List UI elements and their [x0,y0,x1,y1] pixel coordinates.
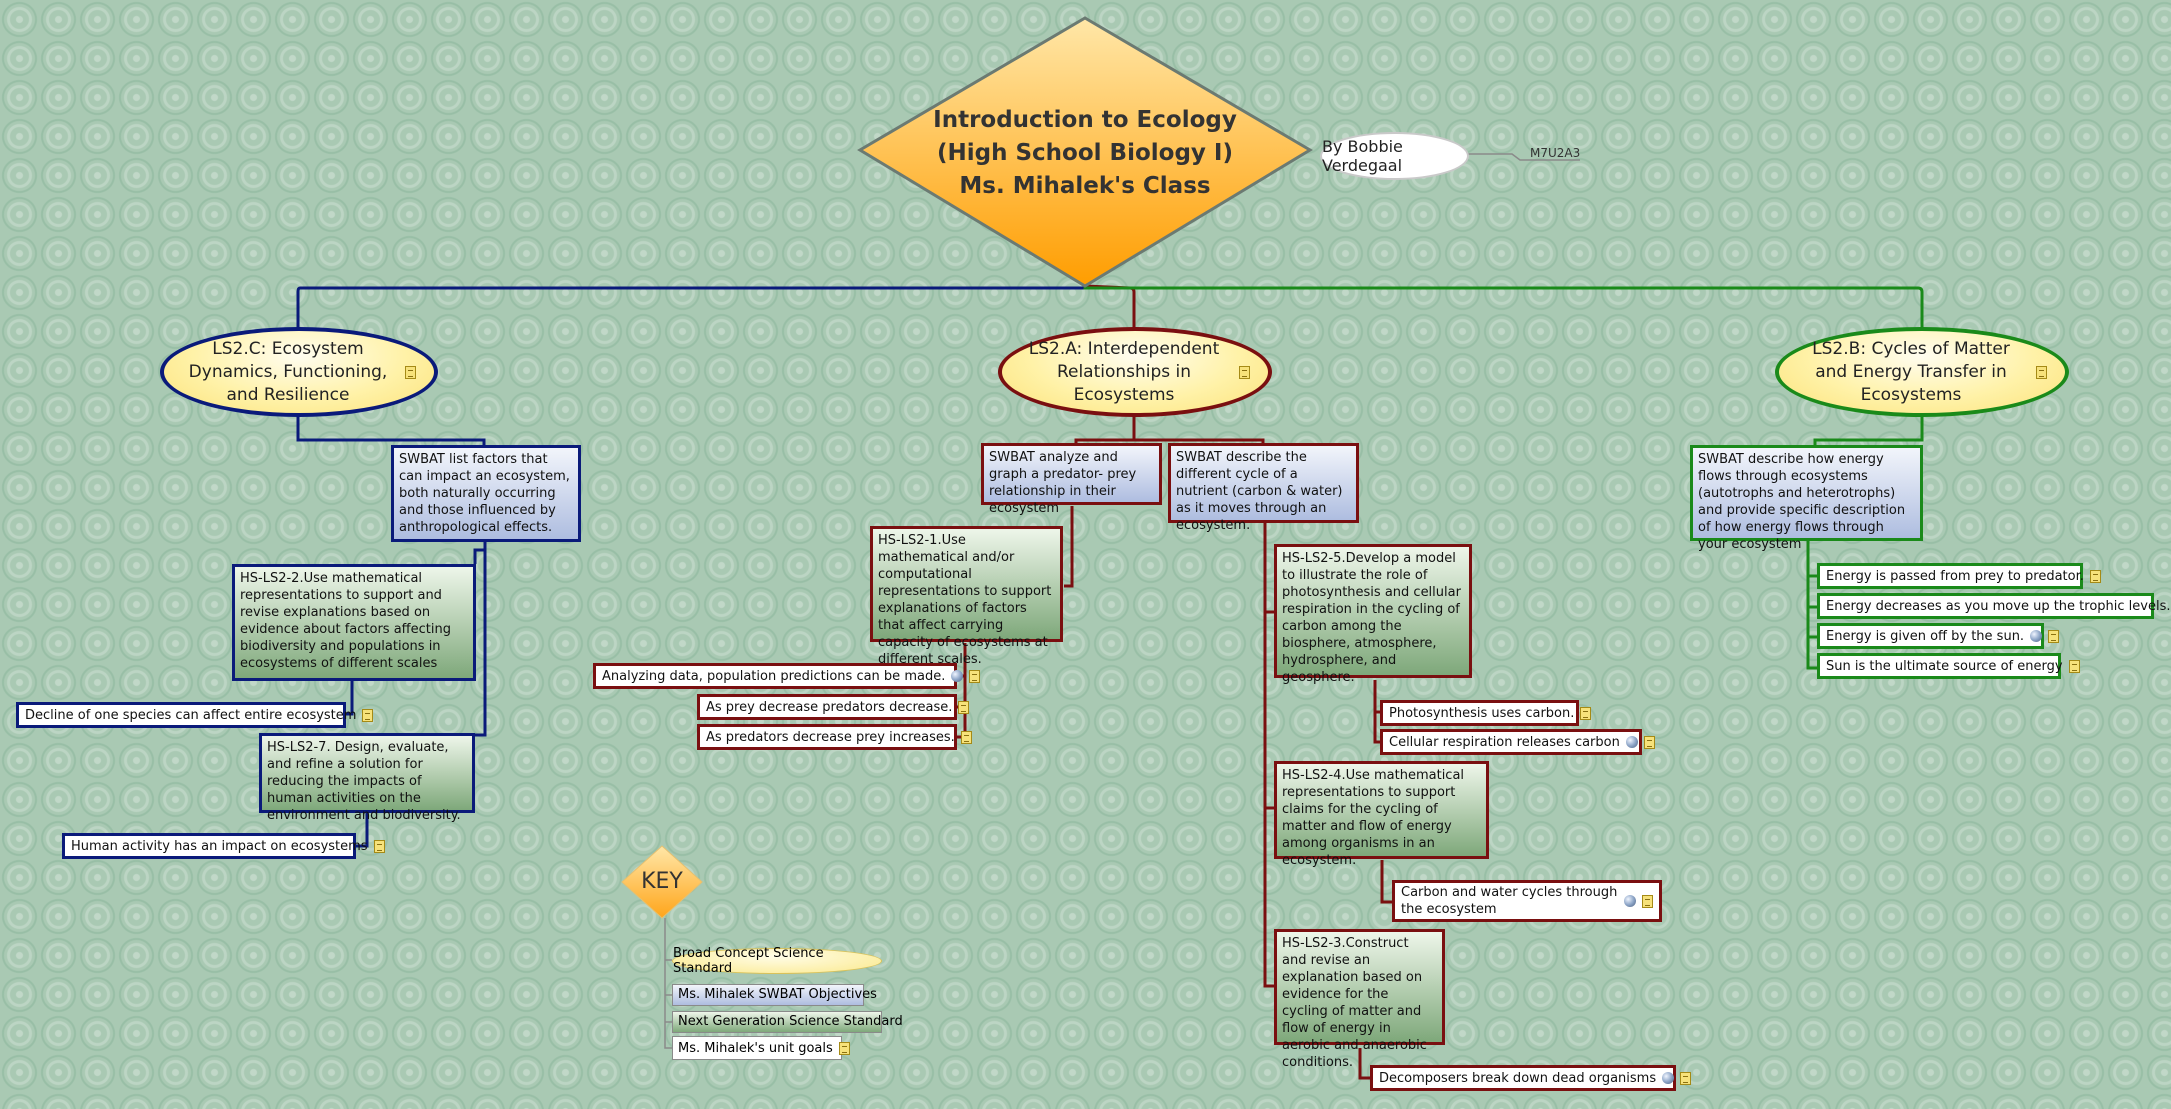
swbat-nutrient-cycle-text: SWBAT describe the different cycle of a … [1176,450,1343,533]
note-icon[interactable] [2036,366,2047,379]
goal-photosynthesis[interactable]: Photosynthesis uses carbon. [1380,700,1592,726]
note-icon[interactable] [2048,629,2060,643]
goal-text: Energy is given off by the sun. [1826,628,2025,644]
goal-text: Decline of one species can affect entire… [25,707,357,723]
swbat-energy-flow-text: SWBAT describe how energy flows through … [1698,452,1906,552]
goal-energy-trophic-levels[interactable]: Energy decreases as you move up the trop… [1817,593,2170,619]
globe-icon[interactable] [2030,630,2043,642]
ngss-hs-ls2-5[interactable]: HS-LS2-5.Develop a model to illustrate t… [1274,544,1472,685]
ngss-hs-ls2-5-text: HS-LS2-5.Develop a model to illustrate t… [1282,551,1461,685]
globe-icon[interactable] [1662,1072,1675,1084]
topic-ls2b-label: LS2.B: Cycles of Matter and Energy Trans… [1812,338,2010,405]
goal-text: Carbon and water cycles through the ecos… [1401,885,1618,917]
globe-icon[interactable] [951,670,964,682]
globe-icon[interactable] [1624,895,1636,907]
note-icon[interactable] [2068,659,2080,673]
note-icon[interactable] [969,669,981,683]
ngss-hs-ls2-3[interactable]: HS-LS2-3.Construct and revise an explana… [1274,929,1445,1070]
goal-decomposers[interactable]: Decomposers break down dead organisms [1370,1065,1692,1091]
note-icon[interactable] [958,700,970,714]
key-diamond [621,845,703,919]
note-icon[interactable] [2089,569,2101,583]
key-ngss: Next Generation Science Standard [672,1011,903,1033]
goal-energy-prey-predator[interactable]: Energy is passed from prey to predator. [1817,563,2101,589]
ngss-hs-ls2-2[interactable]: HS-LS2-2.Use mathematical representation… [232,564,476,681]
swbat-energy-flow[interactable]: SWBAT describe how energy flows through … [1690,445,1923,552]
topic-ls2c[interactable]: LS2.C: Ecosystem Dynamics, Functioning, … [160,327,438,417]
swbat-ls2c[interactable]: SWBAT list factors that can impact an ec… [391,445,581,542]
ngss-hs-ls2-1-text: HS-LS2-1.Use mathematical and/or computa… [878,533,1052,667]
swbat-nutrient-cycle[interactable]: SWBAT describe the different cycle of a … [1168,443,1359,533]
ngss-hs-ls2-2-text: HS-LS2-2.Use mathematical representation… [240,571,451,671]
note-icon[interactable] [405,366,416,379]
goal-sun-source[interactable]: Sun is the ultimate source of energy [1817,653,2080,679]
root-title-line1: Introduction to Ecology [933,106,1237,133]
globe-icon[interactable] [1625,736,1638,748]
central-topic[interactable]: Introduction to Ecology (High School Bio… [860,18,1310,288]
swbat-ls2c-text: SWBAT list factors that can impact an ec… [399,452,570,535]
root-title-line3: Ms. Mihalek's Class [959,172,1211,199]
note-icon[interactable] [1239,366,1250,379]
topic-ls2a-label: LS2.A: Interdependent Relationships in E… [1028,338,1220,405]
key-unit-goals-text: Ms. Mihalek's unit goals [678,1040,833,1056]
goal-carbon-water-cycles[interactable]: Carbon and water cycles through the ecos… [1392,880,1662,922]
author-callout[interactable]: By Bobbie Verdegaal [1320,132,1469,180]
code-label: M7U2A3 [1530,146,1581,160]
note-icon[interactable] [362,708,374,722]
goal-population-predictions[interactable]: Analyzing data, population predictions c… [593,663,981,689]
goal-text: Analyzing data, population predictions c… [602,668,946,684]
goal-human-activity[interactable]: Human activity has an impact on ecosyste… [62,833,385,859]
goal-text: Energy decreases as you move up the trop… [1826,598,2171,614]
ngss-hs-ls2-7-text: HS-LS2-7. Design, evaluate, and refine a… [267,740,461,823]
note-icon[interactable] [1642,894,1653,908]
goal-text: Decomposers break down dead organisms [1379,1070,1657,1086]
note-icon[interactable] [960,730,972,744]
goal-text: Photosynthesis uses carbon. [1389,705,1575,721]
goal-text: Sun is the ultimate source of energy [1826,658,2063,674]
swbat-predator-prey-text: SWBAT analyze and graph a predator- prey… [989,450,1137,516]
goal-text: Energy is passed from prey to predator. [1826,568,2084,584]
goal-cellular-respiration[interactable]: Cellular respiration releases carbon [1380,729,1655,755]
note-icon[interactable] [1643,735,1655,749]
goal-text: As predators decrease prey increases. [706,729,955,745]
goal-text: Cellular respiration releases carbon [1389,734,1620,750]
topic-ls2a[interactable]: LS2.A: Interdependent Relationships in E… [998,327,1272,417]
goal-species-decline[interactable]: Decline of one species can affect entire… [16,702,374,728]
topic-ls2c-label: LS2.C: Ecosystem Dynamics, Functioning, … [188,338,388,405]
key-broad-concept: Broad Concept Science Standard [672,946,882,976]
goal-prey-decrease[interactable]: As prey decrease predators decrease. [697,694,970,720]
ngss-hs-ls2-7[interactable]: HS-LS2-7. Design, evaluate, and refine a… [259,733,475,823]
root-diamond [857,16,1313,288]
ngss-hs-ls2-4-text: HS-LS2-4.Use mathematical representation… [1282,768,1465,868]
swbat-predator-prey[interactable]: SWBAT analyze and graph a predator- prey… [981,443,1162,516]
goal-predators-decrease[interactable]: As predators decrease prey increases. [697,724,972,750]
goal-energy-sun[interactable]: Energy is given off by the sun. [1817,623,2060,649]
goal-text: Human activity has an impact on ecosyste… [71,838,368,854]
key-title: KEY [641,868,683,894]
note-icon[interactable] [1680,1071,1692,1085]
note-icon [838,1041,850,1055]
ngss-hs-ls2-3-text: HS-LS2-3.Construct and revise an explana… [1282,936,1427,1070]
goal-text: As prey decrease predators decrease. [706,699,953,715]
note-icon[interactable] [373,839,385,853]
note-icon[interactable] [1580,706,1592,720]
ngss-hs-ls2-1[interactable]: HS-LS2-1.Use mathematical and/or computa… [870,526,1063,667]
topic-ls2b[interactable]: LS2.B: Cycles of Matter and Energy Trans… [1775,327,2069,417]
root-title-line2: (High School Biology I) [936,139,1233,166]
ngss-hs-ls2-4[interactable]: HS-LS2-4.Use mathematical representation… [1274,761,1489,868]
key-swbat-objectives: Ms. Mihalek SWBAT Objectives [672,984,877,1006]
key-unit-goals: Ms. Mihalek's unit goals [672,1036,850,1060]
